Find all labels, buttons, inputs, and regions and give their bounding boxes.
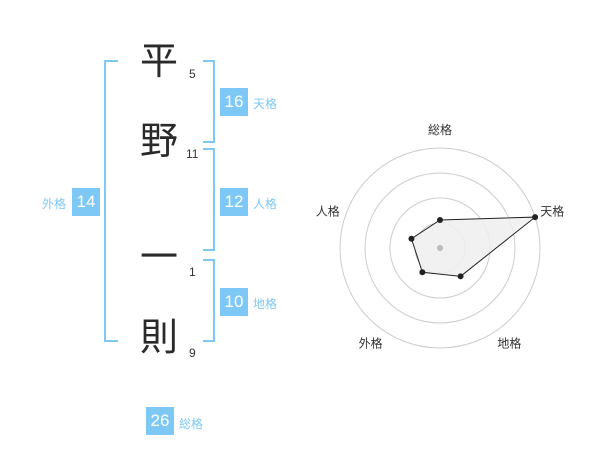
radar-axis-label: 総格 [428,122,452,137]
stroke-count-4: 9 [189,346,196,360]
radar-point-1 [532,214,539,221]
radar-ring-4 [339,147,541,349]
stroke-count-2: 11 [186,147,199,161]
name-char-3: 一 [140,235,179,279]
gaikaku-label: 外格 [42,197,67,211]
tenkaku-value-badge: 16 [220,88,248,116]
radar-axis-label: 外格 [359,335,383,350]
chikaku-bracket [203,259,215,342]
stroke-count-3: 1 [189,265,196,279]
gaikaku-value-badge: 14 [72,188,100,216]
radar-axis-label: 天格 [540,204,564,219]
radar-center-dot [437,245,443,251]
radar-point-3 [419,269,426,276]
gaikaku-bracket [104,60,118,342]
radar-point-4 [408,235,415,242]
radar-ring-3 [364,172,516,324]
jinkaku-label: 人格 [253,197,278,211]
chikaku-label: 地格 [253,297,278,311]
tenkaku-label: 天格 [253,97,278,111]
chikaku-value-badge: 10 [220,288,248,316]
radar-point-2 [457,273,464,280]
radar-polygon [410,216,537,277]
stroke-count-1: 5 [189,67,196,81]
radar-axis-label: 人格 [316,204,340,219]
soukaku-value-badge: 26 [146,407,174,435]
name-char-4: 則 [140,315,179,359]
radar-axis-label: 地格 [497,335,521,350]
soukaku-label: 総格 [179,417,204,431]
name-char-2: 野 [140,119,179,163]
jinkaku-bracket [203,148,215,251]
jinkaku-value-badge: 12 [220,188,248,216]
radar-point-0 [437,217,443,223]
name-char-1: 平 [140,39,179,83]
tenkaku-bracket [203,60,215,143]
